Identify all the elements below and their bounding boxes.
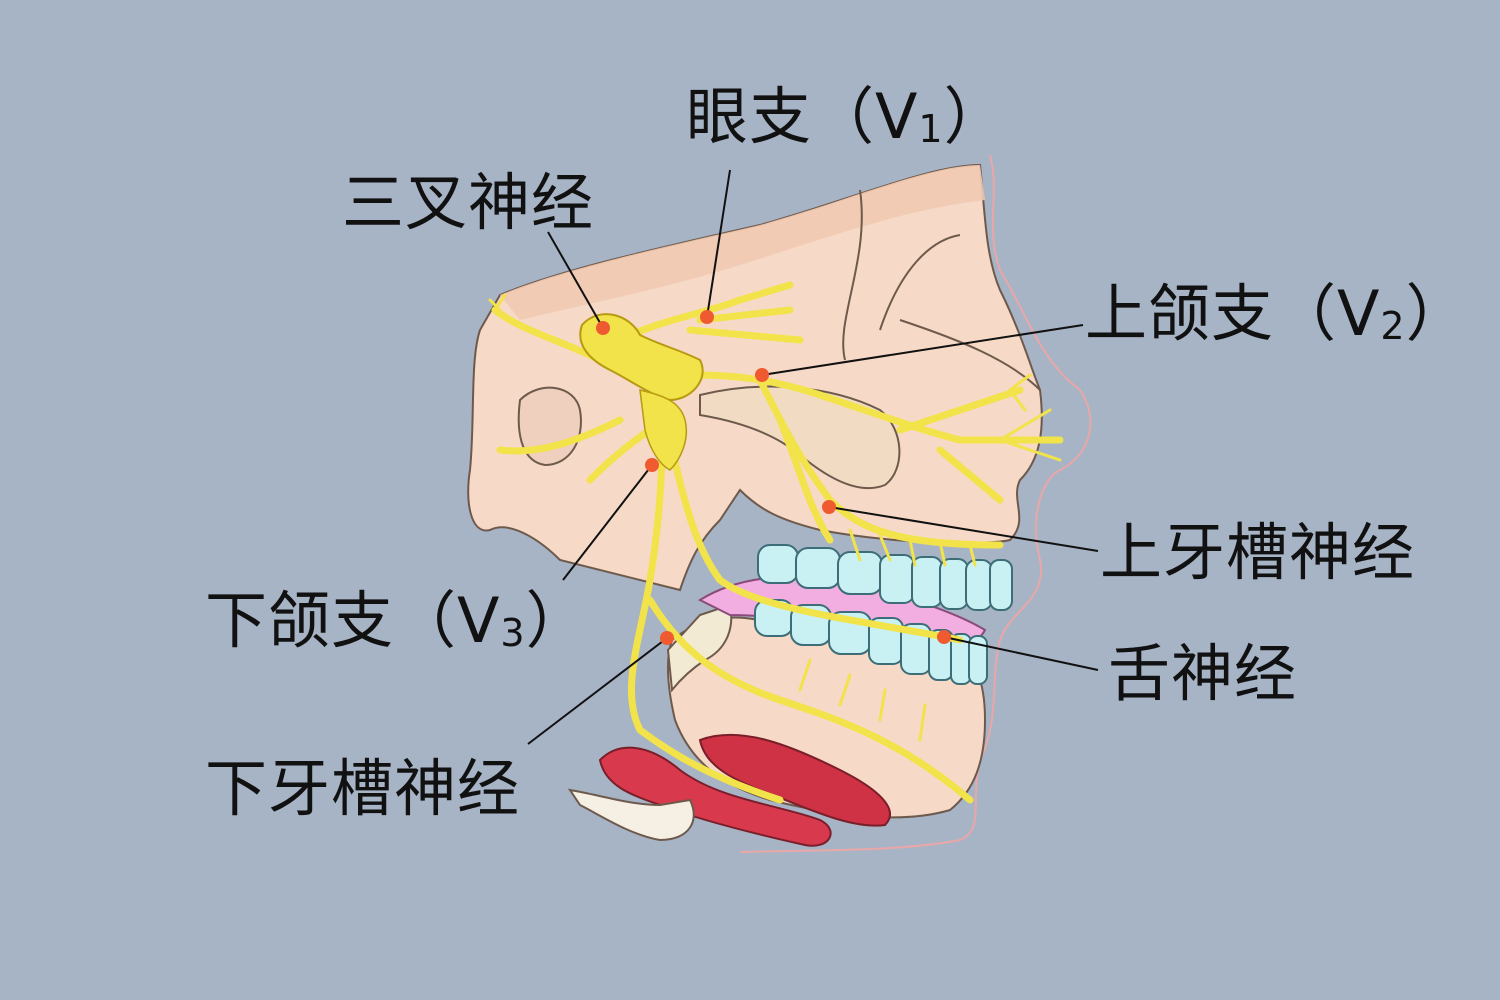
leader-maxillary [761,324,1084,376]
nasal-contour [842,189,1041,391]
leader-lines [527,169,1099,745]
marker-ophthalmic [700,310,714,324]
marker-mandibular [645,458,659,472]
face-profile-outline [739,154,1092,853]
nerve-markers [596,310,951,645]
marker-trigeminal [596,321,610,335]
label-maxillary-branch: 上颌支（V2） [1085,277,1469,350]
label-inferior-alveolar-nerve: 下牙槽神经 [205,752,521,825]
marker-maxillary [755,368,769,382]
upper-teeth [757,544,1013,611]
skull-top-shade [500,165,985,320]
leader-trigeminal [547,231,604,329]
nerve-branches [491,281,1064,804]
marker-inferior-alveolar [660,631,674,645]
leader-lingual [943,636,1099,671]
label-mandibular-branch: 下颌支（V3） [205,584,589,657]
leader-superior-alveolar [828,506,1099,552]
nerve-twigs [488,293,1062,742]
leader-inferior-alveolar [527,637,668,745]
leader-ophthalmic [706,169,731,318]
label-superior-alveolar-nerve: 上牙槽神经 [1100,516,1416,589]
marker-superior-alveolar [822,500,836,514]
trigeminal-ganglion [579,313,704,402]
hyoid-bone [567,788,695,842]
leader-mandibular [562,464,653,581]
label-ophthalmic-branch: 眼支（V1） [686,80,1007,153]
label-lingual-nerve: 舌神经 [1108,637,1298,710]
mandibular-trunk [639,389,687,471]
label-trigeminal-nerve: 三叉神经 [342,166,595,239]
marker-lingual [937,630,951,644]
